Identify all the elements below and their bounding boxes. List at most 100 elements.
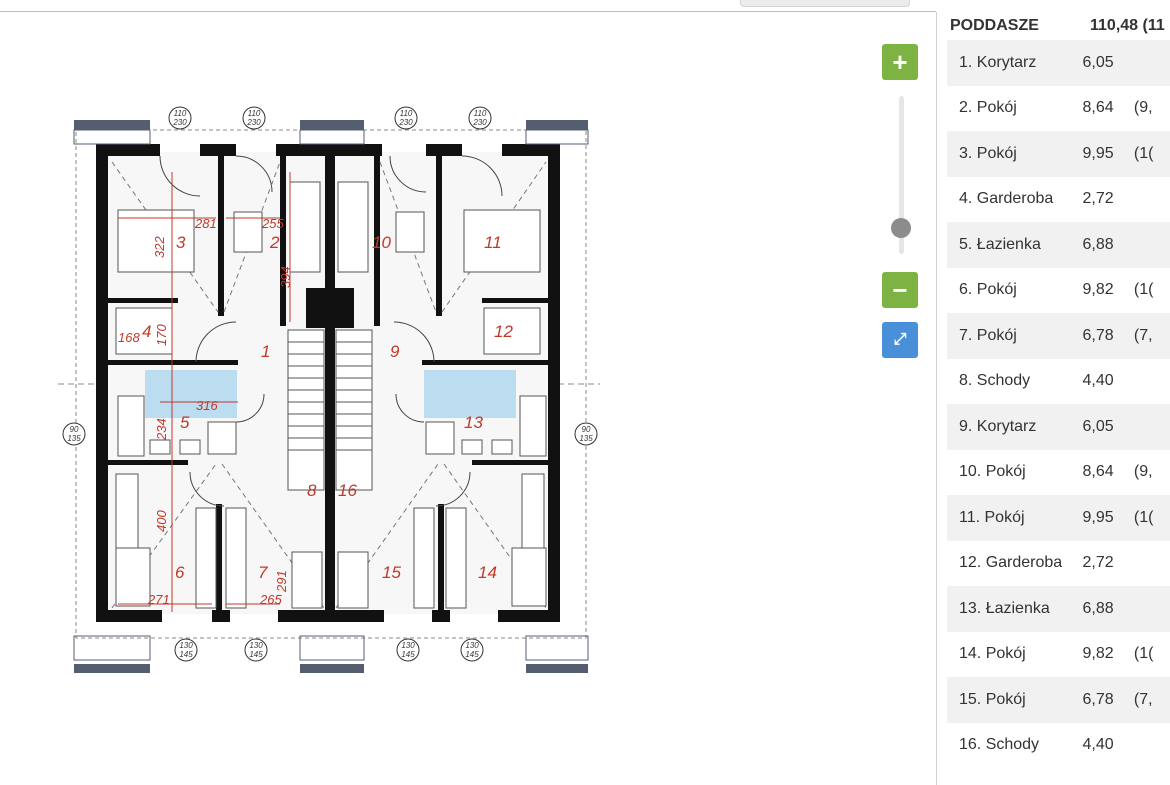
floor-plan-viewer[interactable]: 1 2 3 4 5 6 7 8 9 10 11 12 13 14 15 16	[0, 12, 936, 785]
dimension-labels: 281 255 322 394 168 170 316 234 400 271 …	[118, 216, 293, 607]
room-label: 8	[307, 481, 317, 500]
room-extra: (7,	[1133, 690, 1153, 708]
room-name: 4. Garderoba	[959, 190, 1054, 208]
room-extra: (1(	[1133, 645, 1154, 663]
room-label: 11	[484, 233, 502, 252]
room-name: 1. Korytarz	[959, 53, 1037, 71]
room-label: 7	[258, 563, 268, 582]
room-area: 9,82	[1082, 281, 1114, 299]
room-label: 14	[478, 563, 497, 582]
door-arcs	[159, 155, 503, 507]
room-label: 9	[390, 342, 400, 361]
room-name: 3. Pokój	[959, 144, 1017, 162]
room-label: 16	[338, 481, 357, 500]
room-label: 4	[142, 322, 151, 341]
callout-bottom: 145	[465, 650, 479, 659]
furniture	[115, 181, 547, 609]
interior-walls	[108, 156, 548, 610]
dimension-label: 281	[194, 216, 217, 231]
room-extra: (9,	[1133, 99, 1153, 117]
callout-top: 230	[246, 118, 261, 127]
room-extra: (9,	[1133, 463, 1153, 481]
room-area: 8,64	[1082, 463, 1114, 481]
callout-top: 230	[398, 118, 413, 127]
callout-top: 230	[172, 118, 187, 127]
room-label: 3	[176, 233, 186, 252]
top-tab[interactable]	[740, 0, 910, 7]
top-border-line	[0, 11, 936, 12]
room-label: 10	[372, 233, 391, 252]
room-label: 5	[180, 413, 190, 432]
roof-windows	[74, 120, 588, 673]
room-area: 2,72	[1082, 554, 1114, 572]
callout-side: 90	[582, 425, 591, 434]
callout-bottom: 130	[401, 641, 415, 650]
room-name: 13. Łazienka	[959, 599, 1050, 617]
zoom-slider-track[interactable]	[899, 96, 904, 254]
room-name: 12. Garderoba	[959, 554, 1063, 572]
zoom-in-button[interactable]: +	[882, 44, 918, 80]
room-row: 11. Pokój 9,95 (1(	[947, 495, 1170, 541]
callout-top: 110	[474, 109, 487, 118]
room-area: 9,95	[1082, 144, 1114, 162]
outer-walls	[96, 144, 560, 622]
room-area: 9,95	[1082, 508, 1114, 526]
fullscreen-button[interactable]: ⤢	[882, 322, 918, 358]
zoom-slider-handle[interactable]	[891, 218, 911, 238]
dimension-label: 400	[154, 510, 169, 532]
callout-top: 110	[400, 109, 413, 118]
room-label: 1	[261, 342, 270, 361]
room-area: 6,88	[1082, 235, 1114, 253]
roof-window-frames	[73, 129, 589, 661]
dimension-label: 255	[261, 216, 284, 231]
room-area: 4,40	[1082, 736, 1114, 754]
room-name: 5. Łazienka	[959, 235, 1041, 253]
room-label: 13	[464, 413, 483, 432]
callout-bottom: 130	[249, 641, 263, 650]
dimension-label: 271	[147, 592, 170, 607]
panel-divider	[936, 12, 937, 785]
callout-bottom: 145	[179, 650, 193, 659]
dimension-label: 291	[274, 570, 289, 593]
dimension-label: 168	[118, 330, 140, 345]
room-extra: (1(	[1133, 281, 1154, 299]
callout-top: 230	[472, 118, 487, 127]
floor-name: PODDASZE	[950, 17, 1039, 34]
room-row: 12. Garderoba 2,72	[947, 541, 1170, 587]
room-area: 6,88	[1082, 599, 1114, 617]
room-name: 7. Pokój	[959, 326, 1017, 344]
callout-side: 135	[579, 434, 593, 443]
room-name: 10. Pokój	[959, 463, 1026, 481]
room-area: 4,40	[1082, 372, 1114, 390]
room-name: 11. Pokój	[959, 508, 1025, 526]
bathroom-left-fill	[145, 370, 237, 418]
callout-top: 110	[248, 109, 261, 118]
callout-top: 110	[174, 109, 187, 118]
dimension-label: 170	[154, 324, 169, 346]
room-row: 4. Garderoba 2,72	[947, 177, 1170, 223]
room-area: 2,72	[1082, 190, 1114, 208]
window-callout-text: 110 230 110 230 110 230 110 230 90 135 9…	[67, 109, 593, 659]
room-label: 15	[382, 563, 401, 582]
dimension-label: 265	[259, 592, 282, 607]
staircase-right	[335, 329, 373, 491]
dimension-label: 322	[152, 236, 167, 258]
room-name: 2. Pokój	[959, 99, 1017, 117]
callout-side: 90	[70, 425, 79, 434]
room-name: 15. Pokój	[959, 690, 1026, 708]
room-name: 14. Pokój	[959, 645, 1026, 663]
callout-side: 135	[67, 434, 81, 443]
room-label: 6	[175, 563, 185, 582]
room-name: 9. Korytarz	[959, 417, 1037, 435]
zoom-out-button[interactable]: −	[882, 272, 918, 308]
room-row: 5. Łazienka 6,88	[947, 222, 1170, 268]
room-area: 6,78	[1082, 326, 1114, 344]
room-extra: (1(	[1133, 508, 1154, 526]
